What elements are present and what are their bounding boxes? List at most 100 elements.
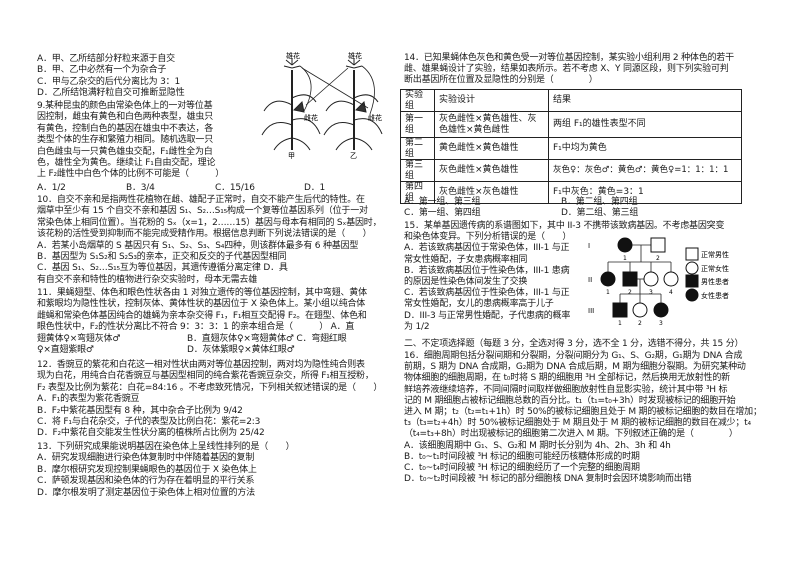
option-text: D．灰体紫眼♀×黄体红眼♂ <box>187 344 295 355</box>
text-line: 断出基因所在位置及显隐性的分别是（ ） <box>404 75 598 86</box>
table-row: 第二组 黄色雌性×黄色雄性 F₁中均为黄色 <box>400 137 742 160</box>
individual-number: 3 <box>649 289 653 296</box>
text-line: 眼色性状中，F₂的性状分离比不符合 9：3：3：1 的亲本组合是（ ） A．直 <box>37 322 355 333</box>
individual-number: 2 <box>638 320 642 327</box>
plant-b-drawing <box>323 58 383 151</box>
individual-number: 2 <box>628 289 632 296</box>
individual-number: 1 <box>623 255 627 262</box>
text-line: 鲜培养液继续培养，不同间隔时间取样做细胞放射性自显影实验，统计其中带 ³H 标 <box>404 384 728 395</box>
question-9: 9.某种昆虫的颜色由常染色体上的一对等位基因控制，雌虫有黄色和白色两种表型，雄虫… <box>37 101 224 181</box>
text-line: A．若某小岛烟草的 S 基因只有 S₁、S₂、S₃、S₄四种，则该群体最多有 6… <box>37 240 359 251</box>
text-line: 二、不定项选择题（每题 3 分，全选对得 3 分，选不全 1 分，选错不得分，共… <box>404 339 744 349</box>
text-line: F₂ 表型及比例为紫花：白花=84:16 。不考虑致死情况，下列相关叙述错误的是… <box>37 382 383 393</box>
text-line: A．F₁的表型为紫花香豌豆 <box>37 394 140 405</box>
text-line: 烟草中至少有 15 个自交不亲和基因 S₁、S₂…S₁₅构成一个复等位基因系列（… <box>37 206 368 217</box>
text-line: 13．下列研究成果能说明基因在染色体上呈线性排列的是（ ） <box>37 442 295 452</box>
female-flower-label-a: 雌花 <box>304 113 318 122</box>
table-header: 实验组 <box>400 89 435 112</box>
text-line: A．若该致病基因位于常染色体，III-1 与正 <box>404 243 570 254</box>
table-cell: 灰色雌性×黄色雄性、灰色雄性×黄色雌性 <box>434 111 549 138</box>
option-text: 翅黄体♀×弯翅灰体♂ <box>37 333 121 344</box>
text-line: B．若该致病基因位于性染色体，III-1 患病 <box>404 265 570 276</box>
text-line: 常染色体上相同位置）。当花粉的 Sₓ（x=1，2……15）基因与母本有相同的 S… <box>37 217 382 228</box>
legend-label: 女性患者 <box>701 291 729 300</box>
text-line: 为 1/2 <box>404 321 430 332</box>
table-row: 第一组 灰色雌性×黄色雄性、灰色雄性×黄色雌性 两组 F₁的雄性表型不同 <box>400 111 742 138</box>
text-line: C．将 F₁与白花杂交，子代的表型及比例白花：紫花=2:3 <box>37 416 261 427</box>
text-line: 雌、雄果蝇设计了实验，结果如表所示。若不考虑 X、Y 同源区段，则下列实验可判 <box>404 64 729 75</box>
table-cell: F₁中均为黄色 <box>548 137 742 160</box>
text-line: 和染色体变异。下列分析错误的是（ ） <box>404 232 572 243</box>
text-line: C．若该致病基因位于性染色体，III-1 与正 <box>404 288 570 299</box>
table-cell: 黄色雌性×黄色雄性 <box>434 137 549 160</box>
table-cell: 第一组 <box>400 111 435 138</box>
option-text: A．第一组、第三组 <box>404 197 481 207</box>
question-11: 11．果蝇翅型、体色和眼色性状各由 1 对独立遗传的等位基因控制，其中弯翅、黄体… <box>37 288 367 356</box>
text-line: 上 F₂雌性中白色个体的比例不可能是（ ） <box>37 169 225 180</box>
question-14: 14．已知果蝇体色灰色和黄色受一对等位基因控制，某实验小组利用 2 种体色的若干… <box>404 53 734 87</box>
text-line: C．基因 S₁、S₂…S₁₅互为等位基因，其遗传遵循分离定律 D．具 <box>37 263 288 274</box>
individual-number: 1 <box>606 289 610 296</box>
text-line: 10．自交不亲和是指两性花植物在雌、雄配子正常时，自交不能产生后代的特性。在 <box>37 195 365 205</box>
text-line: D．t₀~t₂时间段被 ³H 标记的部分细胞核 DNA 复制时会因环境影响而出错 <box>404 474 692 485</box>
text-line: C．第一组、第四组 D．第二组、第三组 <box>404 208 718 219</box>
text-line: A．该细胞周期中 G₁、S、G₂和 M 期时长分别为 4h、2h、3h 和 4h <box>404 440 671 451</box>
question-10: 10．自交不亲和是指两性花植物在雌、雄配子正常时，自交不能产生后代的特性。在烟草… <box>37 195 382 286</box>
option-text: D．1 <box>304 183 326 193</box>
table-cell: 灰色♀：灰色♂：黄色♂：黄色♀=1：1：1：1 <box>548 159 742 182</box>
text-line: C．t₀~t₄时间段被 ³H 标记的细胞经历了一个完整的细胞周期 <box>404 462 640 473</box>
text-line: 16．细胞周期包括分裂间期和分裂期，分裂间期分为 G₁、S、G₂期，G₁期为 D… <box>404 351 743 361</box>
text-line: ♀×直翅紫眼♂D．灰体紫眼♀×黄体红眼♂ <box>37 345 367 356</box>
text-line: D．III-3 与正常男性婚配，子代患病的概率 <box>404 310 571 321</box>
option-text: B．直翅灰体♀×弯翅黄体♂ C．弯翅红眼 <box>187 333 347 344</box>
table-row: 第四组 灰色雌性×灰色雄性 F₁中灰色：黄色=3：1 <box>400 181 742 204</box>
table-cell: 两组 F₁的雄性表型不同 <box>548 111 742 138</box>
question-12: 12．香豌豆的紫花和白花这一相对性状由两对等位基因控制，两对均为隐性纯合则表现为… <box>37 360 382 440</box>
text-line: 常女性婚配，女儿的患病概率高于儿子 <box>404 299 554 310</box>
male-flower-label-a: 雄花 <box>286 51 300 60</box>
section-2-heading: 二、不定项选择题（每题 3 分，全选对得 3 分，选不全 1 分，选错不得分，共… <box>404 339 744 350</box>
text-line: 有自交不亲和特性的植物进行杂交实验时，母本无需去雄 <box>37 274 258 285</box>
affected-female-symbol <box>653 302 669 318</box>
text-line: （t₄=t₃+8h）时出现被标记的细胞第二次进入 M 期。下列叙述正确的是（ ） <box>404 429 738 440</box>
pollination-arrows <box>299 65 375 115</box>
table-cell: 第三组 <box>400 159 435 182</box>
corn-plant-figure: 雄花 雄花 雌花 雌花 甲 乙 <box>261 51 383 160</box>
text-line: 9.某种昆虫的颜色由常染色体上的一对等位基 <box>37 101 213 111</box>
text-line: t₃（t₃=t₂+4h）时 50%被标记细胞处于 M 期且处于 M 期的被标记细… <box>404 418 751 429</box>
option-text: C．第一组、第四组 <box>404 208 481 219</box>
text-line: 该花粉的活性受到抑制而不能完成受精作用。根据信息判断下列说法错误的是（ ） <box>37 229 372 240</box>
legend-affected-male-icon <box>685 274 699 288</box>
text-line: B．F₂中紫花基因型有 8 种，其中杂合子比例为 9/42 <box>37 405 243 416</box>
option-text: B．3/4 <box>126 183 155 193</box>
affected-male-symbol <box>622 271 638 287</box>
text-line: D．F₂中紫花自交能发生性状分离的植株所占比例为 25/42 <box>37 428 265 439</box>
option-text: D．第二组、第三组 <box>561 208 639 219</box>
text-line: C．甲与乙杂交的后代分离比为 3：1 <box>37 76 180 87</box>
option-text: C．15/16 <box>215 183 255 193</box>
table-header: 实验设计 <box>434 89 549 112</box>
text-line: A．甲、乙所结部分籽粒来源于自交 <box>37 54 175 64</box>
table-cell: 第二组 <box>400 137 435 160</box>
generation-label: III <box>588 307 594 315</box>
table-row: 第三组 灰色雌性×黄色雄性 灰色♀：灰色♂：黄色♂：黄色♀=1：1：1：1 <box>400 159 742 182</box>
text-line: B．甲、乙中必然有一个为杂合子 <box>37 65 167 76</box>
text-line: 白色雌虫与一只黄色雄虫交配，F₁雌性全为白 <box>37 146 213 157</box>
text-line: 雌蝇和常染色体基因纯合的雄蝇为亲本杂交得 F₁，F₁相互交配得 F₂。在翅型、体… <box>37 310 367 321</box>
text-line: C．萨顿发现基因和染色体的行为存在着明显的平行关系 <box>37 476 255 487</box>
individual-number: 3 <box>659 320 663 327</box>
text-line: A．研究发现细胞进行染色体复制时中伴随着基因的复制 <box>37 453 255 464</box>
normal-female-symbol <box>632 302 648 318</box>
text-line: 进入 M 期；t₂（t₂=t₁+1h）时 50%的被标记细胞且处于 M 期的被标… <box>404 406 762 417</box>
female-flower-label-b: 雌花 <box>368 113 382 122</box>
question-13: 13．下列研究成果能说明基因在染色体上呈线性排列的是（ ）A．研究发现细胞进行染… <box>37 442 295 499</box>
text-line: 翅黄体♀×弯翅灰体♂ B．直翅灰体♀×弯翅黄体♂ C．弯翅红眼 <box>37 334 367 345</box>
text-line: B．t₀~t₁时间段被 ³H 标记的细胞可能经历核糖体形成的时期 <box>404 451 640 462</box>
text-line: B．基因型为 S₁S₂和 S₂S₃的亲本，正交和反交的子代基因型相同 <box>37 251 287 262</box>
table-cell: F₁中灰色：黄色=3：1 <box>548 181 742 204</box>
text-line: 有黄色，控制白色的基因在雄虫中不表达，各 <box>37 123 214 134</box>
